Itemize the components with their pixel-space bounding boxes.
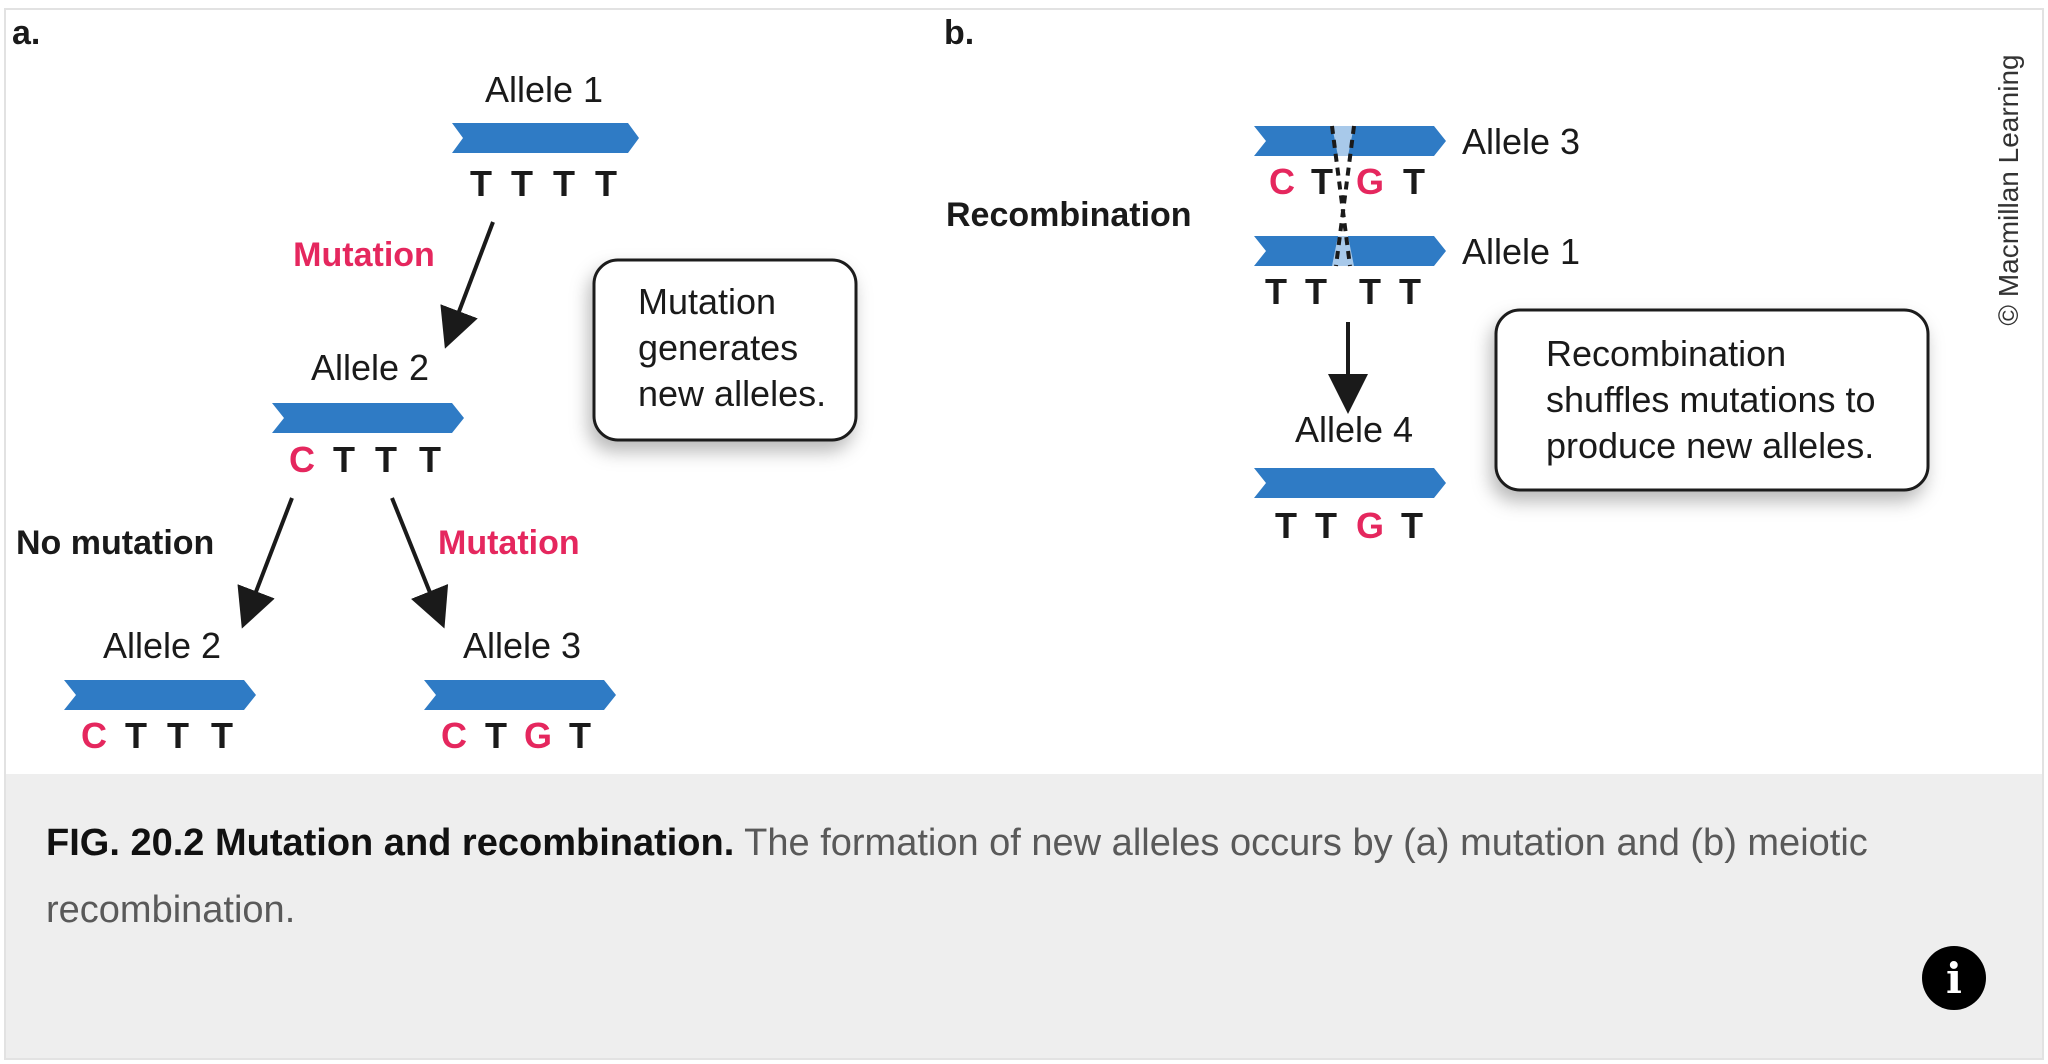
base: T <box>553 163 575 204</box>
base: T <box>1401 505 1423 546</box>
allele-3-label: Allele 3 <box>463 625 581 666</box>
base: G <box>1356 505 1384 546</box>
panel-a-label: a. <box>12 14 40 52</box>
base: T <box>569 715 591 756</box>
mutation-arrow-2 <box>390 497 449 629</box>
base: T <box>1305 271 1327 312</box>
base: T <box>167 715 189 756</box>
recombination-allele-1-sequence: T T T T <box>1265 271 1421 312</box>
base: C <box>81 715 107 756</box>
base: C <box>441 715 467 756</box>
no-mutation-arrow <box>237 497 294 629</box>
info-icon: i <box>1946 953 1962 1003</box>
base: T <box>211 715 233 756</box>
base: T <box>470 163 492 204</box>
base: T <box>1315 505 1337 546</box>
mutation-note-box: Mutation generates new alleles. <box>592 258 858 442</box>
allele-2-copy-strand <box>64 680 256 710</box>
recombination-allele-3-sequence: C T G T <box>1269 161 1425 202</box>
base: C <box>1269 161 1295 202</box>
caption-area: FIG. 20.2 Mutation and recombination. Th… <box>6 774 2042 1058</box>
base: T <box>1311 161 1333 202</box>
allele-1-label: Allele 1 <box>485 69 603 110</box>
base: T <box>419 439 441 480</box>
no-mutation-label: No mutation <box>16 524 214 562</box>
base: G <box>524 715 552 756</box>
allele-3-sequence: C T G T <box>441 715 591 756</box>
base: T <box>125 715 147 756</box>
mutation-note-line-1: Mutation <box>638 281 776 322</box>
allele-4-strand <box>1254 468 1446 498</box>
recombination-allele-3-label: Allele 3 <box>1462 121 1580 162</box>
base: G <box>1356 161 1384 202</box>
caption-body: The formation of new alleles occurs by (… <box>46 822 1868 931</box>
allele-3-strand <box>424 680 616 710</box>
base: C <box>289 439 315 480</box>
allele-2-label: Allele 2 <box>311 347 429 388</box>
base: T <box>333 439 355 480</box>
allele-2-strand <box>272 403 464 433</box>
figure-diagram: a. b. Allele 1 T T T T Mutation Mutation… <box>12 14 2024 756</box>
figure-caption: FIG. 20.2 Mutation and recombination. Th… <box>46 810 1946 944</box>
base: T <box>485 715 507 756</box>
allele-2-copy-label: Allele 2 <box>103 625 221 666</box>
base: T <box>1399 271 1421 312</box>
crossover-region <box>1330 125 1356 267</box>
allele-1-strand <box>452 123 639 153</box>
recombination-note-line-3: produce new alleles. <box>1546 425 1874 466</box>
panel-b-label: b. <box>944 14 974 52</box>
base: T <box>1403 161 1425 202</box>
allele-1-sequence: T T T T <box>470 163 617 204</box>
mutation-note-line-3: new alleles. <box>638 373 826 414</box>
mutation-label-2: Mutation <box>438 524 580 562</box>
base: T <box>1265 271 1287 312</box>
allele-4-sequence: T T G T <box>1275 505 1423 546</box>
allele-4-label: Allele 4 <box>1295 409 1413 450</box>
recombination-note-line-1: Recombination <box>1546 333 1786 374</box>
mutation-label-1: Mutation <box>293 236 435 274</box>
mutation-note-line-2: generates <box>638 327 798 368</box>
info-button[interactable]: i <box>1922 946 1986 1010</box>
mutation-arrow-1 <box>440 221 495 349</box>
allele-2-copy-sequence: C T T T <box>81 715 233 756</box>
allele-2-sequence: C T T T <box>289 439 441 480</box>
base: T <box>1359 271 1381 312</box>
recombination-note-box: Recombination shuffles mutations to prod… <box>1494 308 1930 492</box>
recombination-note-line-2: shuffles mutations to <box>1546 379 1876 420</box>
credit-text: © Macmillan Learning <box>1993 54 2024 325</box>
base: T <box>595 163 617 204</box>
recombination-label: Recombination <box>946 196 1192 234</box>
base: T <box>375 439 397 480</box>
base: T <box>511 163 533 204</box>
recombination-allele-1-label: Allele 1 <box>1462 231 1580 272</box>
figure-frame: a. b. Allele 1 T T T T Mutation Mutation… <box>4 8 2044 1060</box>
base: T <box>1275 505 1297 546</box>
caption-label: FIG. 20.2 Mutation and recombination. <box>46 822 735 864</box>
